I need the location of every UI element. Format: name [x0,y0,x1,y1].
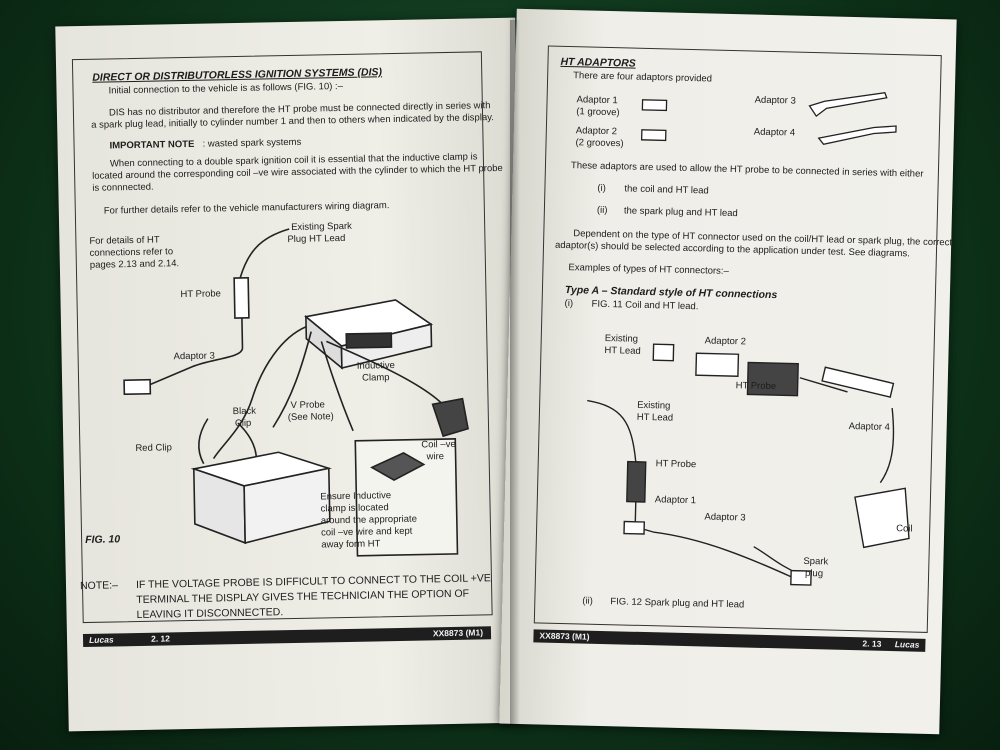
adaptor1-label-1: Adaptor 1 [576,94,618,107]
fig12-spark-plug [790,569,812,586]
coil-line-3: is connnected. [92,181,154,194]
fig12-number: (ii) [582,595,594,607]
fig12-ht-probe-label: HT Probe [655,458,697,471]
fig11-existing-label-1: Existing [604,332,639,345]
adaptor2-label-2: (2 grooves) [575,137,624,150]
label-coil-wire-2: wire [426,451,445,463]
label-black-clip-2: Clip [234,417,252,430]
label-adaptor-3: Adaptor 3 [173,350,215,363]
ensure-line-4: coil –ve wire and kept [320,525,413,539]
fig11-ht-probe [746,361,799,397]
fig10-caption: FIG. 10 [85,533,121,547]
fig11-fig12-diagram [587,343,910,586]
left-footer-brand: Lucas [88,634,114,645]
fig12-spark-label-1: Spark [803,555,829,568]
left-page: DIRECT OR DISTRIBUTORLESS IGNITION SYSTE… [55,17,529,732]
label-black-clip-1: Black [232,405,257,418]
ht-probe-shape [233,277,250,319]
existing-ht-lead-line [239,228,290,279]
fig12-ht-probe [626,460,647,503]
fig11-coil [854,487,910,549]
right-footer: XX8873 (M1) 2. 13 Lucas [533,629,926,652]
fig10-diagram [123,228,469,557]
fig11-lead-boot [652,343,675,362]
fig11-adaptor4 [821,366,895,398]
right-footer-page: 2. 13 [862,638,882,649]
fig11-ht-probe-label: HT Probe [735,380,777,393]
fig12-existing-label-1: Existing [637,399,671,412]
fig12-adaptor1-label: Adaptor 1 [654,494,697,507]
fig11-adaptor4-label: Adaptor 4 [848,420,891,433]
item1-number: (i) [597,182,607,194]
item1-text: the coil and HT lead [624,183,709,197]
ht-probe-cable [141,317,244,389]
book-spine-shadow [510,20,520,725]
ensure-line-5: away form HT [321,538,381,551]
note-label: NOTE:– [79,579,119,593]
fig11-number: (i) [564,297,574,310]
adaptor1-icon [641,99,668,112]
note-line-3: LEAVING IT DISCONNECTED. [136,606,284,622]
right-footer-brand: Lucas [894,639,920,650]
label-existing-spark-2: Plug HT Lead [287,232,346,246]
adaptor2-icon [640,129,667,142]
label-v-probe-1: V Probe [290,399,326,412]
adaptor3-icon [808,92,888,118]
fig11-existing-label-2: HT Lead [604,344,641,357]
fig11-adaptor2 [695,352,740,377]
fig12-adaptor1 [623,520,646,535]
adaptors-icons [640,92,897,145]
fig11-adaptor2-label: Adaptor 2 [704,335,747,348]
left-footer-code: XX8873 (M1) [432,627,484,639]
important-note-text: : wasted spark systems [202,136,302,150]
left-footer-page: 2. 12 [150,633,171,644]
inductive-clamp-shape [431,397,469,438]
important-note-label: IMPORTANT NOTE [109,138,195,152]
right-heading: HT ADAPTORS [560,55,636,70]
adaptor2-label-1: Adaptor 2 [575,125,618,138]
item2-number: (ii) [596,204,608,217]
label-inductive-2: Clamp [361,372,390,384]
label-ht-probe: HT Probe [180,288,222,301]
fig12-spark-label-2: plug [804,567,824,580]
label-coil-wire-1: Coil –ve [421,438,456,451]
label-inductive-1: Inductive [356,360,395,372]
right-page: HT ADAPTORS There are four adaptors prov… [499,8,957,735]
label-red-clip: Red Clip [135,442,172,455]
adaptor4-icon [817,125,897,145]
fig11-coil-label: Coil [896,523,913,535]
fig12-existing-label-2: HT Lead [636,411,674,424]
right-footer-code: XX8873 (M1) [539,630,590,642]
adaptor1-label-2: (1 groove) [576,106,620,119]
analyser-display [345,332,393,349]
label-v-probe-2: (See Note) [287,411,334,424]
adaptor3-shape [123,378,152,396]
fig12-adaptor3-label: Adaptor 3 [704,511,746,524]
left-footer: Lucas 2. 12 XX8873 (M1) [82,626,492,648]
